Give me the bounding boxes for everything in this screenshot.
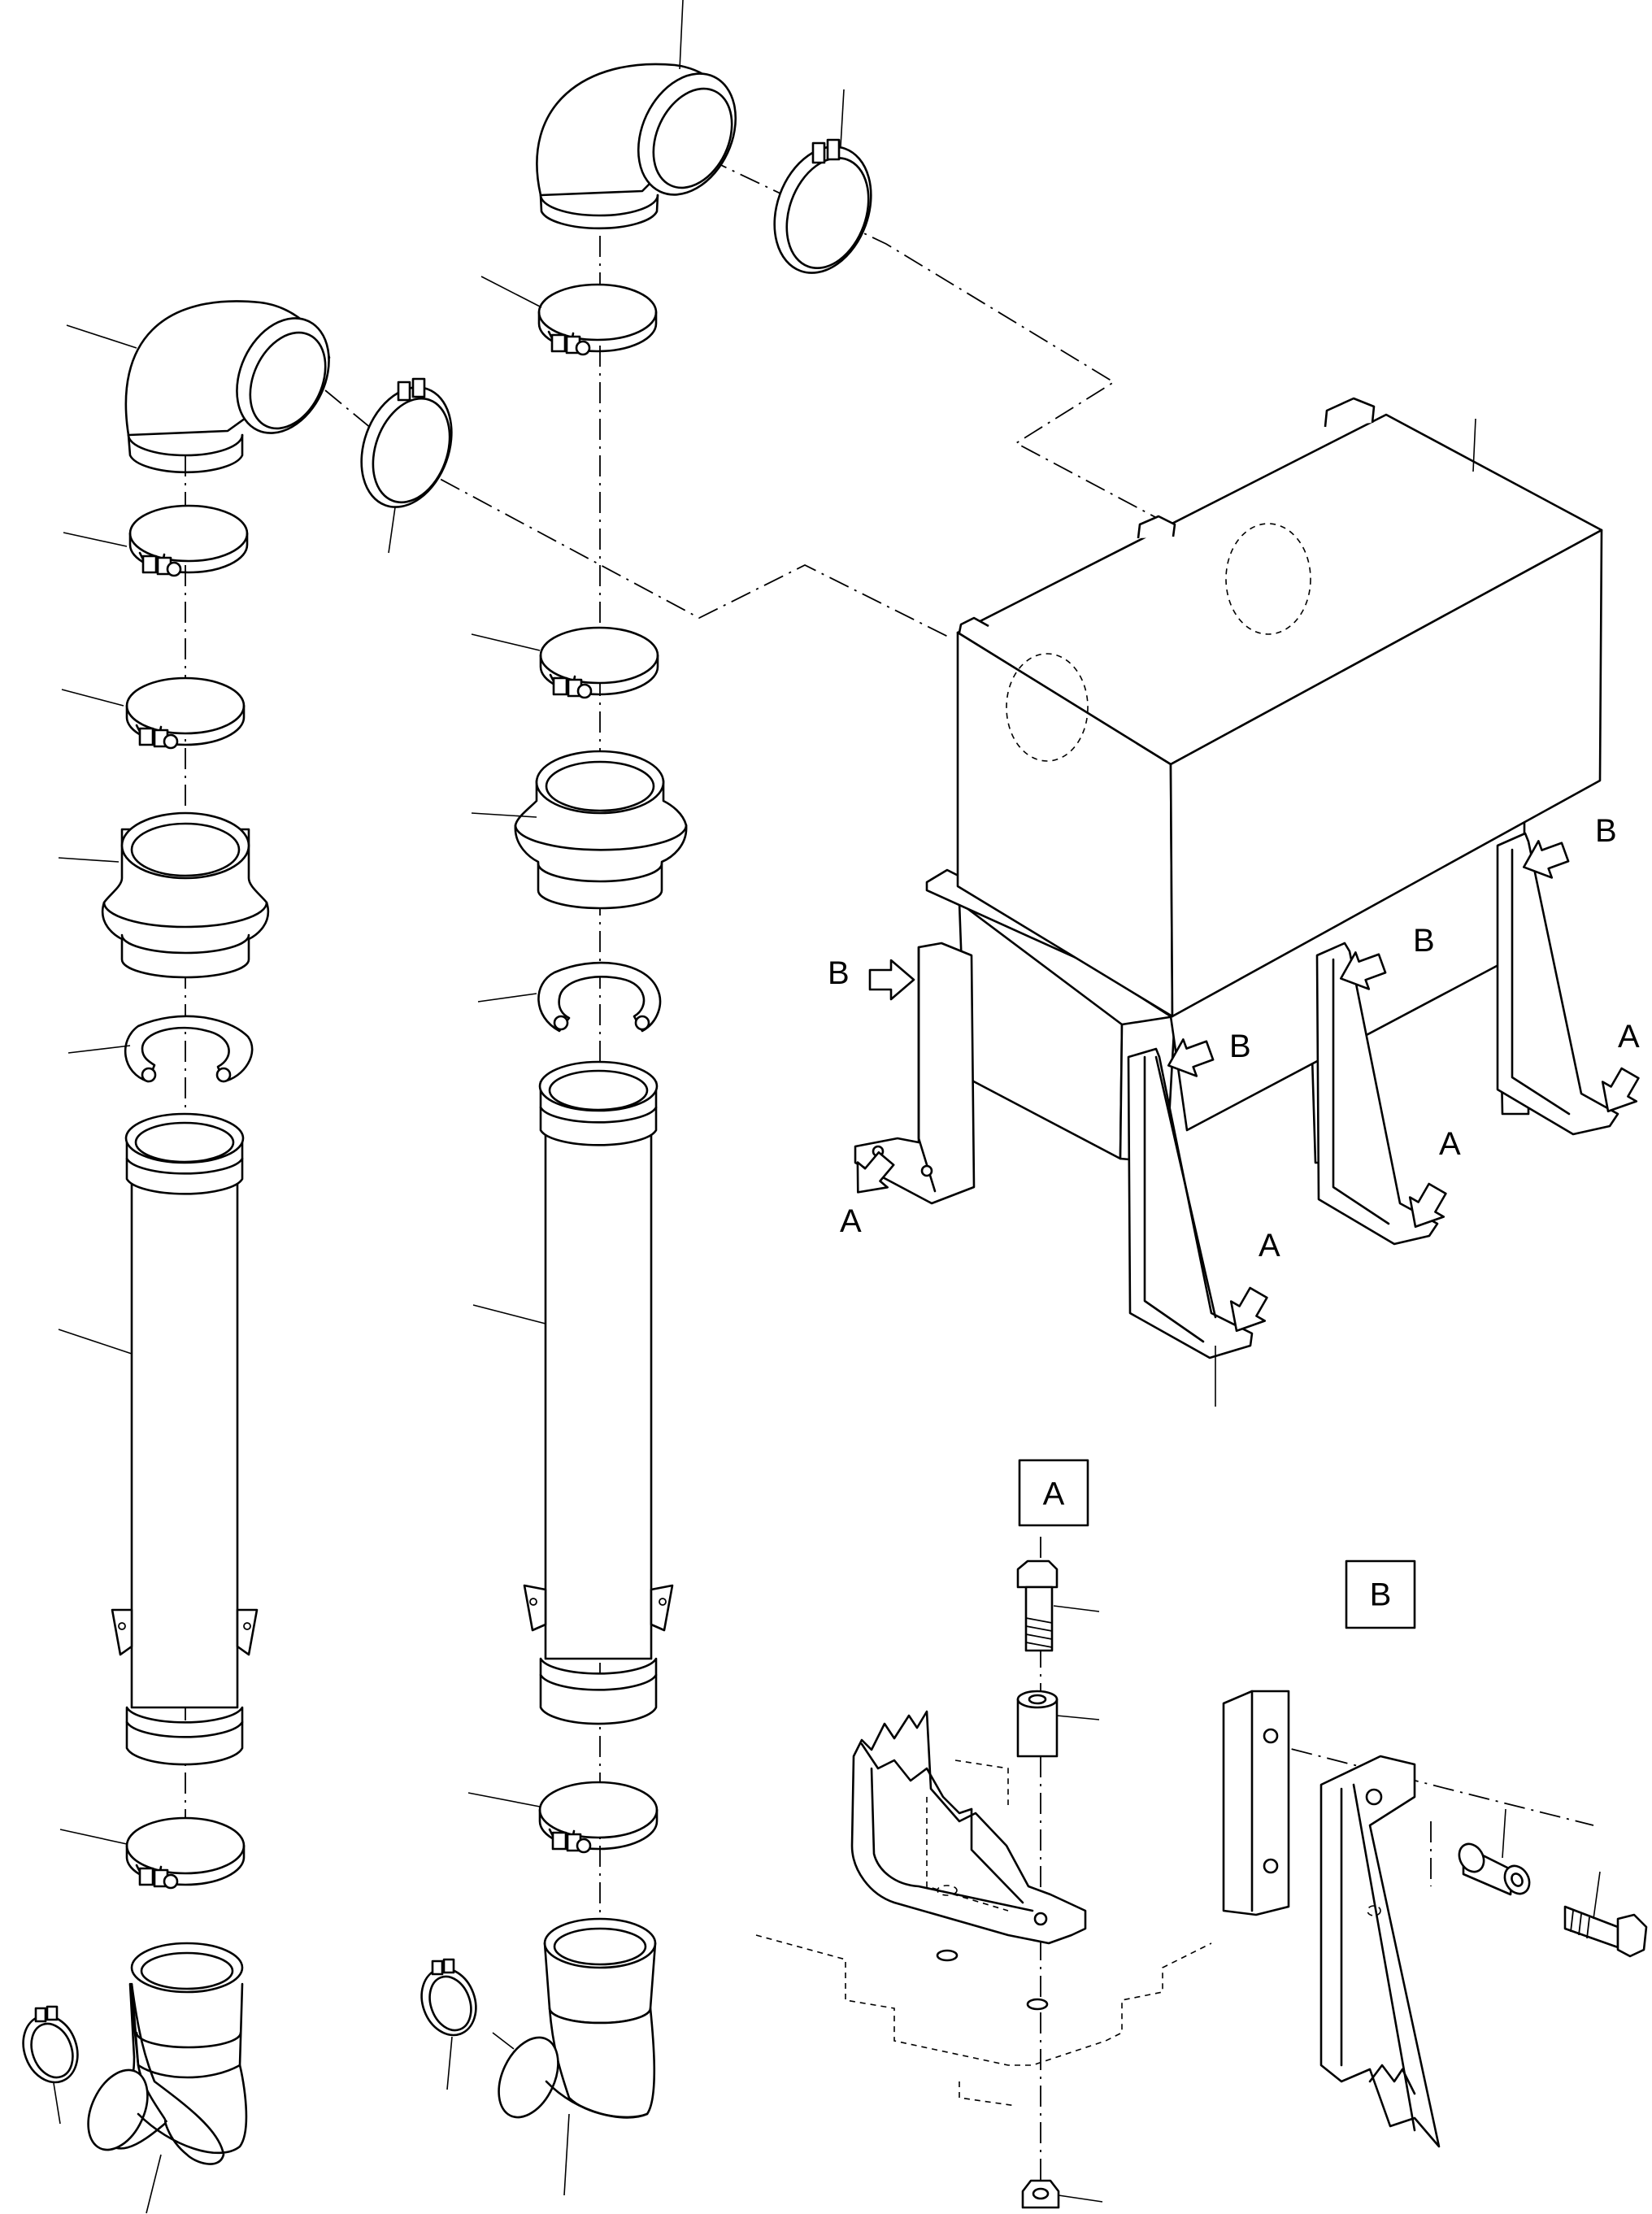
bellows-left [101,811,270,979]
bracket-a [850,1710,1087,1945]
bolt-a [1016,1559,1100,1652]
tank-assembly: B B B B A A A A [828,397,1649,1407]
clamp-middle-1 [537,283,658,356]
detail-a-box [1018,1459,1089,1527]
label-b-2: B [1229,1029,1251,1064]
clamp-middle-3 [538,1781,659,1854]
leader-lines-left [53,324,396,2214]
arrow-b-front-left [868,959,915,1001]
split-ring-left [124,1015,254,1083]
elbow-middle [536,0,737,230]
label-a-1: A [840,1203,862,1239]
clamp-middle-tilted [773,89,872,274]
spacer-a [1016,1690,1100,1758]
clamp-middle-2 [539,626,659,699]
split-ring-middle [537,961,662,1033]
nut-a [1021,2179,1103,2209]
post-b [1222,1690,1290,1916]
label-a-3: A [1439,1126,1461,1162]
reducer-elbow-middle [498,1917,657,2119]
middle-pipe-column [420,0,872,2196]
small-clamp-left [22,2005,79,2084]
small-clamp-middle [420,1958,477,2037]
spacer-b [1458,1808,1531,1896]
tank-leg-front-right [1315,942,1439,1246]
bellows-middle [514,750,688,910]
label-b-1: B [828,955,850,991]
bolt-b [1563,1871,1648,1958]
detail-b: B [1222,1559,1648,2148]
pipe-middle [523,1060,674,1725]
clamp-left-3 [125,1816,246,1890]
clamp-left-2 [125,676,246,750]
reducer-elbow-left [87,1942,248,2165]
detail-b-box [1345,1559,1416,1629]
tank-leg-front-middle [1127,1047,1254,1359]
tank-leg-rear-right [1496,832,1619,1136]
detail-b-box-label: B [1370,1577,1392,1613]
clamp-left-tilted [360,377,453,508]
label-b-4: B [1595,813,1617,849]
label-a-2: A [1259,1228,1280,1264]
detail-a-box-label: A [1043,1477,1065,1512]
elbow-left [124,300,331,474]
gusset-b [1319,1755,1441,2148]
clamp-left-1 [128,504,249,577]
label-a-4: A [1618,1019,1640,1055]
tank-leg-front-left [854,942,976,1205]
pipe-left [111,1112,259,1766]
label-b-3: B [1413,923,1435,959]
left-pipe-column [22,300,453,2214]
leader-lines-middle [446,276,570,2196]
detail-a: A [755,1459,1212,2209]
